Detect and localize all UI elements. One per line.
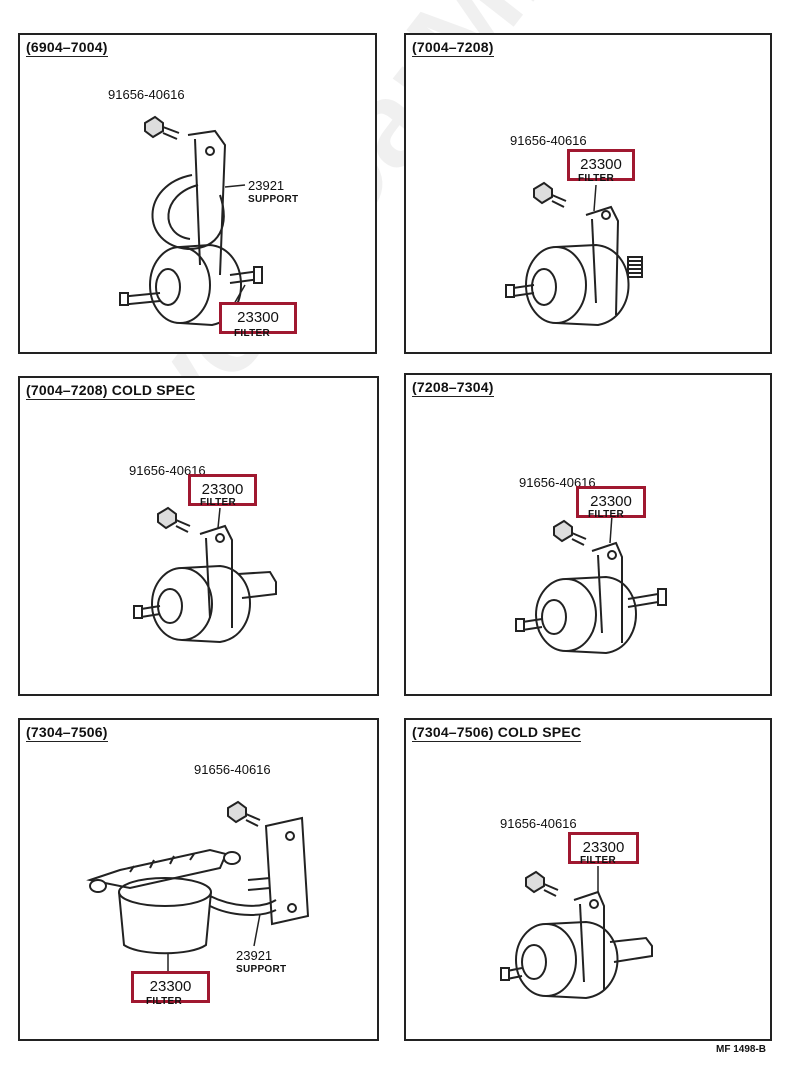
diagram-panel-3: (7004–7208) COLD SPEC 91656-40616 23300 … <box>18 376 379 696</box>
support-part-number: 23921 <box>248 178 285 193</box>
fuel-filter-with-clamp-drawing <box>119 115 263 327</box>
filter-part-name: FILTER <box>578 173 615 184</box>
filter-part-number: 23300 <box>201 481 244 498</box>
panel-title: (7004–7208) <box>412 39 494 57</box>
filter-part-name: FILTER <box>580 855 617 866</box>
panel-title: (7004–7208) COLD SPEC <box>26 382 196 400</box>
drawing-reference-code: MF 1498-B <box>715 1044 766 1055</box>
filter-part-number: 23300 <box>580 156 622 173</box>
filter-part-number: 23300 <box>149 978 192 995</box>
panel-title: (7304–7506) COLD SPEC <box>412 724 582 742</box>
filter-part-number: 23300 <box>582 839 625 856</box>
diagram-panel-5: (7304–7506) 91656-40616 23921 SUPPORT 23… <box>18 718 379 1041</box>
bolt-part-number: 91656-40616 <box>194 762 271 777</box>
diagram-panel-4: (7208–7304) 91656-40616 23300 FILTER <box>404 373 772 696</box>
fuel-filter-cold-spec-drawing <box>500 866 653 1000</box>
bolt-part-number: 91656-40616 <box>129 463 206 478</box>
fuel-filter-drawing <box>505 181 643 327</box>
support-part-number: 23921 <box>236 948 273 963</box>
filter-part-number-highlight[interactable]: 23300 <box>567 149 635 181</box>
fuel-filter-cold-spec-drawing <box>133 506 277 644</box>
diagram-panel-2: (7004–7208) 91656-40616 23300 FILTER <box>404 33 772 354</box>
filter-part-number-highlight[interactable]: 23300 <box>131 971 210 1003</box>
panel-title: (7304–7506) <box>26 724 108 742</box>
diagram-panel-6: (7304–7506) COLD SPEC 91656-40616 23300 … <box>404 718 772 1041</box>
filter-part-number: 23300 <box>237 309 279 326</box>
bolt-part-number: 91656-40616 <box>500 816 577 831</box>
filter-part-number-highlight[interactable]: 23300 <box>188 474 257 506</box>
filter-part-name: FILTER <box>588 509 625 520</box>
cartridge-fuel-filter-with-support-drawing <box>86 800 310 974</box>
filter-part-number-highlight[interactable]: 23300 <box>219 302 297 334</box>
panel-title: (6904–7004) <box>26 39 108 57</box>
filter-part-name: FILTER <box>234 328 271 339</box>
filter-part-number: 23300 <box>590 493 632 510</box>
filter-part-number-highlight[interactable]: 23300 <box>568 832 639 864</box>
bolt-part-number: 91656-40616 <box>510 133 587 148</box>
support-part-name: SUPPORT <box>236 964 287 975</box>
filter-part-name: FILTER <box>146 996 183 1007</box>
bolt-part-number: 91656-40616 <box>108 87 185 102</box>
support-part-name: SUPPORT <box>248 194 299 205</box>
filter-part-name: FILTER <box>200 497 237 508</box>
panel-title: (7208–7304) <box>412 379 494 397</box>
fuel-filter-drawing <box>515 514 667 655</box>
filter-part-number-highlight[interactable]: 23300 <box>576 486 646 518</box>
diagram-panel-1: (6904–7004) 91656-40616 23921 SUPPORT <box>18 33 377 354</box>
